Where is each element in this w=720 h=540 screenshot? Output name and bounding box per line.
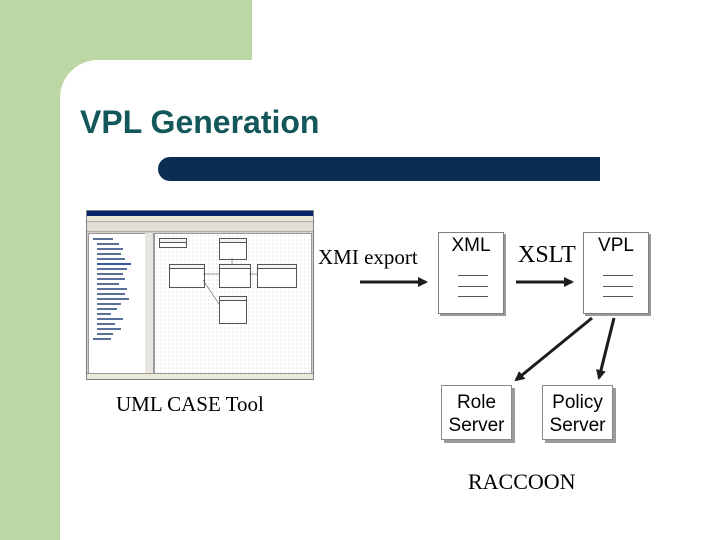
vpl-document-label: VPL xyxy=(598,235,634,256)
xml-document-label: XML xyxy=(451,235,491,256)
vpl-document-text-line xyxy=(603,286,633,287)
screenshot-diagram-canvas xyxy=(154,233,312,375)
policy-server-label-line2: Server xyxy=(549,415,606,436)
vpl-document: VPL xyxy=(583,232,649,314)
screenshot-menubar xyxy=(87,216,313,222)
vpl-document-text-line xyxy=(603,275,633,276)
background-accent-left xyxy=(0,0,60,540)
xml-document-text-line xyxy=(458,275,488,276)
screenshot-statusbar xyxy=(87,373,313,379)
screenshot-palette xyxy=(145,233,154,373)
xml-document-text-line xyxy=(458,286,488,287)
raccoon-label: RACCOON xyxy=(468,469,576,494)
role-server-box: Role Server xyxy=(441,385,512,440)
xml-document-text-line xyxy=(458,296,488,297)
case-tool-screenshot xyxy=(86,210,314,380)
screenshot-toolbar xyxy=(87,222,313,232)
screenshot-model-tree xyxy=(88,233,146,375)
screenshot-titlebar xyxy=(87,211,313,216)
title-underline-bar xyxy=(158,157,600,181)
role-server-label-line1: Role xyxy=(456,392,497,413)
policy-server-label-line1: Policy xyxy=(552,392,603,413)
role-server-label-line2: Server xyxy=(448,415,505,436)
case-tool-label: UML CASE Tool xyxy=(116,392,264,416)
vpl-document-text-line xyxy=(603,296,633,297)
xml-document: XML xyxy=(438,232,504,314)
xslt-label: XSLT xyxy=(518,242,576,268)
xmi-export-label: XMI export xyxy=(318,245,418,269)
policy-server-box: Policy Server xyxy=(542,385,613,440)
slide-title: VPL Generation xyxy=(80,104,320,140)
